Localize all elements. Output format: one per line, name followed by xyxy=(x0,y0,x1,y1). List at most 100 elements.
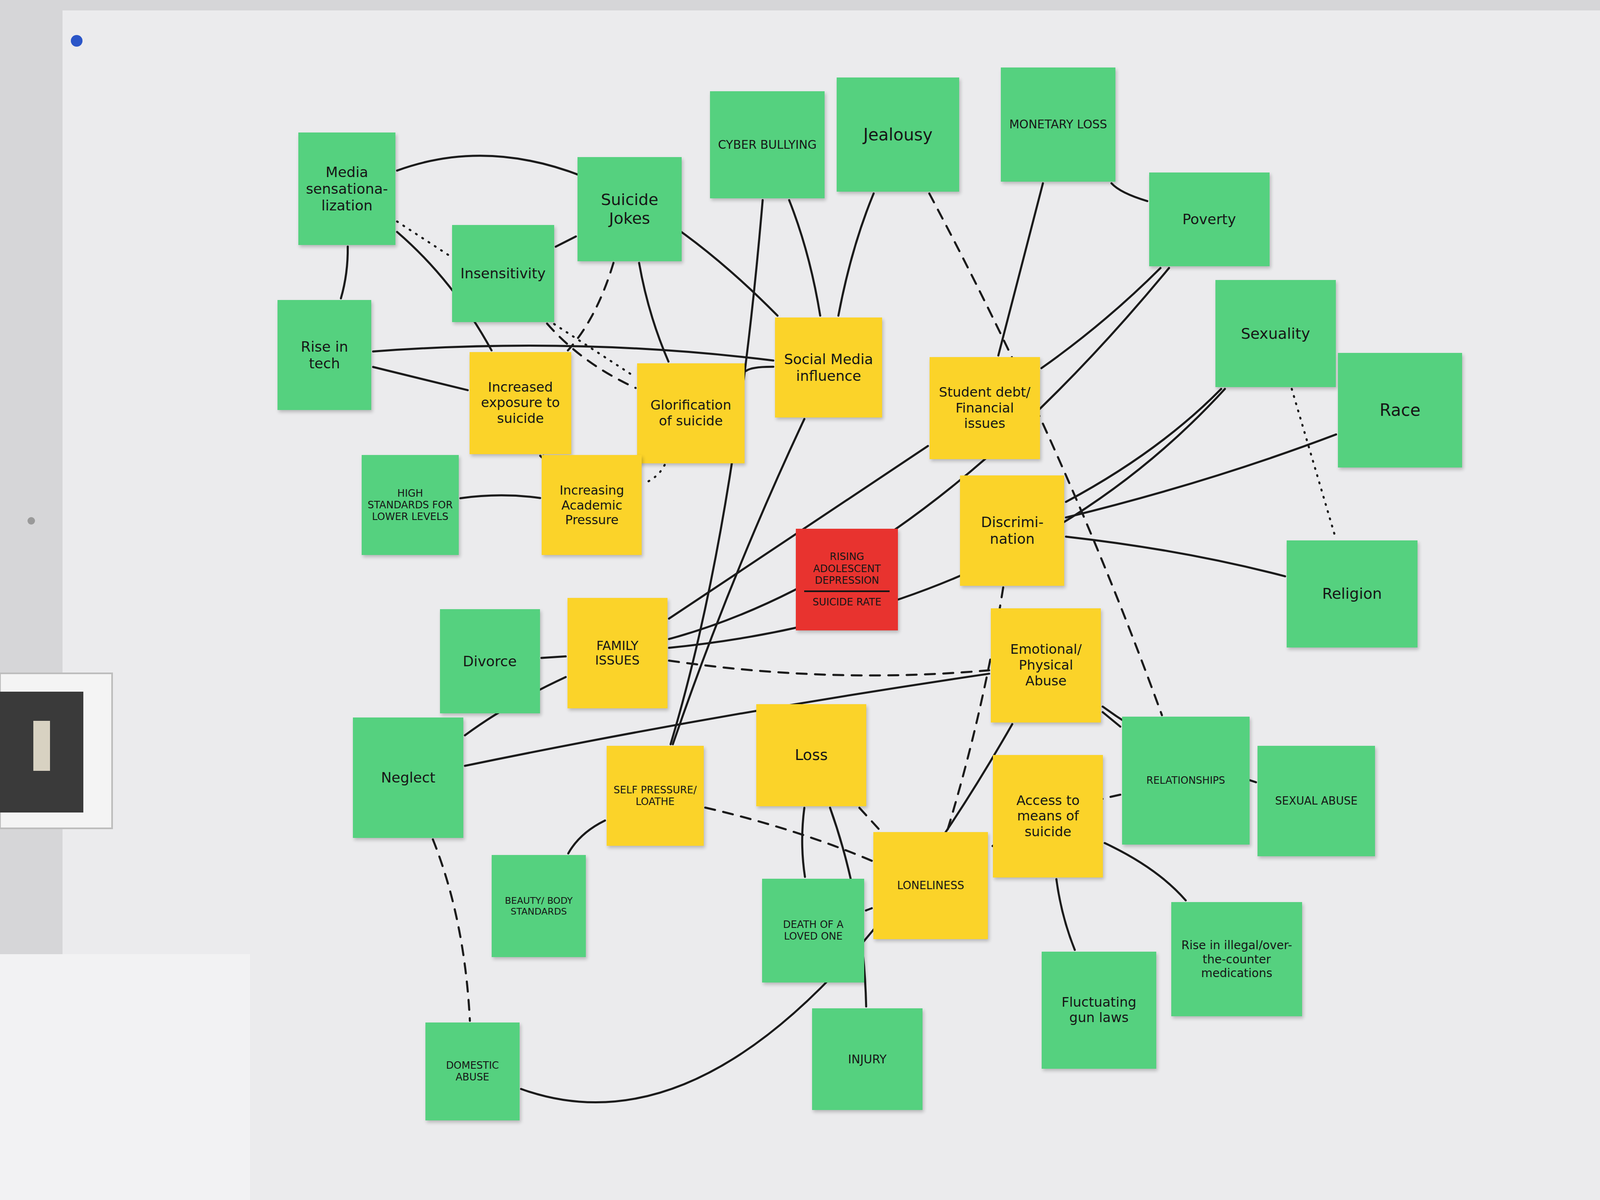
note-text: RISING ADOLESCENT DEPRESSION xyxy=(801,550,893,587)
connector xyxy=(865,908,872,911)
connector xyxy=(705,807,873,861)
connector xyxy=(643,465,665,484)
divider-line xyxy=(804,590,890,593)
sticky-note: HIGH STANDARDS FOR LOWER LEVELS xyxy=(361,455,459,555)
note-text: SELF PRESSURE/ LOATHE xyxy=(612,784,698,808)
connector xyxy=(998,183,1043,356)
note-text: DOMESTIC ABUSE xyxy=(431,1059,514,1084)
sticky-note: LONELINESS xyxy=(873,832,988,940)
sticky-note: Increased exposure to suicide xyxy=(469,352,572,455)
sticky-note: RELATIONSHIPS xyxy=(1122,716,1250,845)
note-text: Insensitivity xyxy=(457,265,549,282)
connector xyxy=(1065,388,1221,502)
sticky-note: Sexuality xyxy=(1215,280,1336,388)
connector xyxy=(746,366,774,371)
note-text: Increasing Academic Pressure xyxy=(547,482,636,528)
connector xyxy=(465,673,990,766)
connector xyxy=(1102,712,1120,727)
sticky-note: Fluctuating gun laws xyxy=(1041,951,1156,1070)
sticky-note: Neglect xyxy=(352,717,463,838)
connector xyxy=(567,262,614,351)
sticky-note: Rise in illegal/over-the-counter medicat… xyxy=(1171,902,1302,1017)
note-text: Neglect xyxy=(358,769,458,786)
sticky-note: BEAUTY/ BODY STANDARDS xyxy=(491,855,586,958)
note-text: Discrimi- nation xyxy=(965,513,1059,548)
sticky-note: Insensitivity xyxy=(452,225,555,323)
connector xyxy=(639,262,669,362)
connector xyxy=(1065,434,1336,518)
note-text: Religion xyxy=(1292,585,1412,603)
sticky-note: Race xyxy=(1337,352,1463,468)
sticky-note: DOMESTIC ABUSE xyxy=(425,1022,520,1121)
note-text: Race xyxy=(1343,400,1457,420)
note-text: BEAUTY/ BODY STANDARDS xyxy=(497,895,580,918)
note-text: SEXUAL ABUSE xyxy=(1263,794,1370,808)
sticky-note: Divorce xyxy=(440,609,540,714)
sticky-note: SEXUAL ABUSE xyxy=(1257,745,1375,856)
paper-sheet xyxy=(62,10,1600,1200)
note-text: Rise in tech xyxy=(283,338,366,372)
sticky-note: SELF PRESSURE/ LOATHE xyxy=(606,745,704,846)
note-text: Suicide Jokes xyxy=(583,190,676,228)
switch-plate xyxy=(0,691,84,813)
connector xyxy=(555,236,576,248)
note-text: Student debt/ Financial issues xyxy=(935,384,1034,432)
note-text: LONELINESS xyxy=(879,879,982,893)
sticky-note: Increasing Academic Pressure xyxy=(541,455,642,555)
push-pin xyxy=(70,35,83,47)
sticky-note: CYBER BULLYING xyxy=(710,91,825,199)
sticky-note: Poverty xyxy=(1149,172,1270,267)
connector xyxy=(859,807,881,831)
connector xyxy=(1104,842,1186,901)
connector xyxy=(568,820,605,854)
connector xyxy=(1041,267,1161,368)
sticky-note: INJURY xyxy=(812,1008,923,1111)
white-panel xyxy=(0,954,250,1200)
note-text: Social Media influence xyxy=(780,350,877,385)
sticky-note: DEATH OF A LOVED ONE xyxy=(762,878,865,983)
push-pin xyxy=(27,517,35,525)
note-text: Divorce xyxy=(445,652,535,670)
sticky-note: Rise in tech xyxy=(277,300,372,410)
connector xyxy=(1111,183,1148,202)
note-text: RELATIONSHIPS xyxy=(1127,774,1244,787)
connector xyxy=(789,200,821,316)
sticky-note: Media sensationa- lization xyxy=(298,132,396,245)
connector xyxy=(460,495,541,499)
note-text: Poverty xyxy=(1155,210,1264,228)
connector xyxy=(672,419,805,745)
connector xyxy=(669,660,990,676)
sticky-note: MONETARY LOSS xyxy=(1000,67,1115,182)
sticky-note: Glorification of suicide xyxy=(637,363,745,464)
connector xyxy=(541,656,566,658)
note-text: MONETARY LOSS xyxy=(1006,117,1110,132)
sticky-note: Suicide Jokes xyxy=(577,157,682,262)
note-text: SUICIDE RATE xyxy=(801,596,893,608)
sticky-note: Student debt/ Financial issues xyxy=(929,357,1040,460)
sticky-note: RISING ADOLESCENT DEPRESSION SUICIDE RATE xyxy=(795,528,898,631)
connector xyxy=(1056,879,1075,950)
light-switch xyxy=(0,673,113,829)
note-text: Glorification of suicide xyxy=(642,397,739,430)
sticky-note: Discrimi- nation xyxy=(960,475,1065,586)
connector xyxy=(802,807,805,878)
note-text: Jealousy xyxy=(842,125,954,145)
note-text: HIGH STANDARDS FOR LOWER LEVELS xyxy=(367,487,453,523)
sticky-note: Emotional/ Physical Abuse xyxy=(990,608,1101,723)
note-text: Sexuality xyxy=(1221,325,1330,343)
connector xyxy=(1291,388,1336,539)
sticky-note: Religion xyxy=(1286,540,1418,648)
note-text: Access to means of suicide xyxy=(998,792,1098,840)
connector xyxy=(372,367,468,391)
note-text: Fluctuating gun laws xyxy=(1047,994,1150,1027)
connector xyxy=(372,345,774,361)
sticky-note: FAMILY ISSUES xyxy=(567,597,668,708)
connector xyxy=(340,246,348,299)
connector xyxy=(432,839,470,1021)
sticky-note: Social Media influence xyxy=(775,317,883,418)
connector xyxy=(1065,536,1285,577)
note-text: CYBER BULLYING xyxy=(715,137,819,152)
switch-toggle xyxy=(33,720,50,771)
